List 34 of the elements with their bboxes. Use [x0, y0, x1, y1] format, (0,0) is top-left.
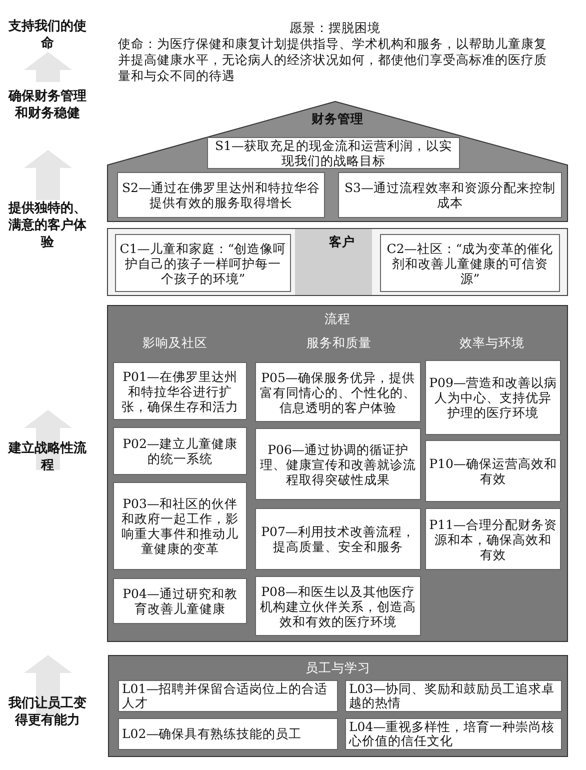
objective-box: S2—通过在佛罗里达州和特拉华谷提供有效的服务取得增长 [117, 172, 325, 218]
objective-box: P07—利用技术改善流程，提高质量、安全和服务 [255, 508, 421, 570]
objective-box: C2—社区：“成为变革的催化剂和改善儿童健康的可信资源” [380, 234, 560, 292]
objective-box: L03—协同、奖励和鼓励员工追求卓越的热情 [345, 680, 562, 712]
objective-box: L02—确保具有熟练技能的员工 [118, 718, 338, 750]
objective-box: P08—和医生以及其他医疗机构建立伙伴关系，创造高效和有效的医疗环境 [255, 576, 421, 636]
objective-box: P01—在佛罗里达州和特拉华谷进行扩张，确保生存和活力 [113, 362, 247, 420]
objective-box: P04—通过研究和教育改善儿童健康 [113, 578, 247, 624]
objective-box: P03—和社区的伙伴和政府一起工作，影响重大事件和推动儿童健康的变革 [113, 482, 247, 570]
section-heading: 财务管理 [312, 111, 364, 128]
vision-statement: 愿景：摆脱困境 [288, 20, 382, 36]
side-label: 我们让员工变得更有能力 [7, 695, 88, 729]
section-heading: 流程 [324, 311, 350, 328]
objective-box: C1—儿童和家庭：“创造像呵护自己的孩子一样呵护每一个孩子的环境” [115, 234, 291, 292]
objective-box: P02—建立儿童健康的统一系统 [113, 427, 247, 475]
objective-box: L04—重视多样性，培育一种崇尚核心价值的信任文化 [345, 718, 562, 750]
side-label: 支持我们的使命 [8, 18, 88, 52]
objective-box: P11—合理分配财务资源和本，确保高效和有效 [425, 508, 561, 570]
objective-box: S1—获取充足的现金流和运营利润，以实现我们的战略目标 [207, 137, 460, 169]
objective-box: S3—通过流程效率和资源分配来控制成本 [338, 172, 562, 218]
column-heading: 服务和质量 [306, 335, 372, 352]
section-heading: 客户 [329, 234, 355, 251]
column-heading: 效率与环境 [460, 335, 524, 352]
mission-statement: 使命：为医疗保健和康复计划提供指导、学术机构和服务，以帮助儿童康复并提高健康水平，无论病人的经济状况如何，都使他们享受高标准的医疗质量和与众不同的待遇 [118, 36, 548, 84]
section-heading: 员工与学习 [306, 660, 370, 677]
column-heading: 影响及社区 [142, 335, 208, 352]
objective-box: P06—通过协调的循证护理、健康宣传和改善就诊流程取得突破性成果 [255, 428, 421, 500]
objective-box: L01—招聘并保留合适岗位上的合适人才 [118, 680, 338, 712]
side-label: 建立战略性流程 [6, 440, 88, 474]
objective-box: P10—确保运营高效和有效 [425, 440, 561, 502]
objective-box: P05—确保服务优异，提供富有同情心的、个性化的、信息透明的客户体验 [255, 362, 421, 422]
side-label: 确保财务管理和财务稳健 [7, 88, 88, 122]
side-label: 提供独特的、满意的客户体验 [7, 200, 88, 251]
objective-box: P09—营造和改善以病人为中心、支持优异护理的医疗环境 [425, 360, 561, 435]
